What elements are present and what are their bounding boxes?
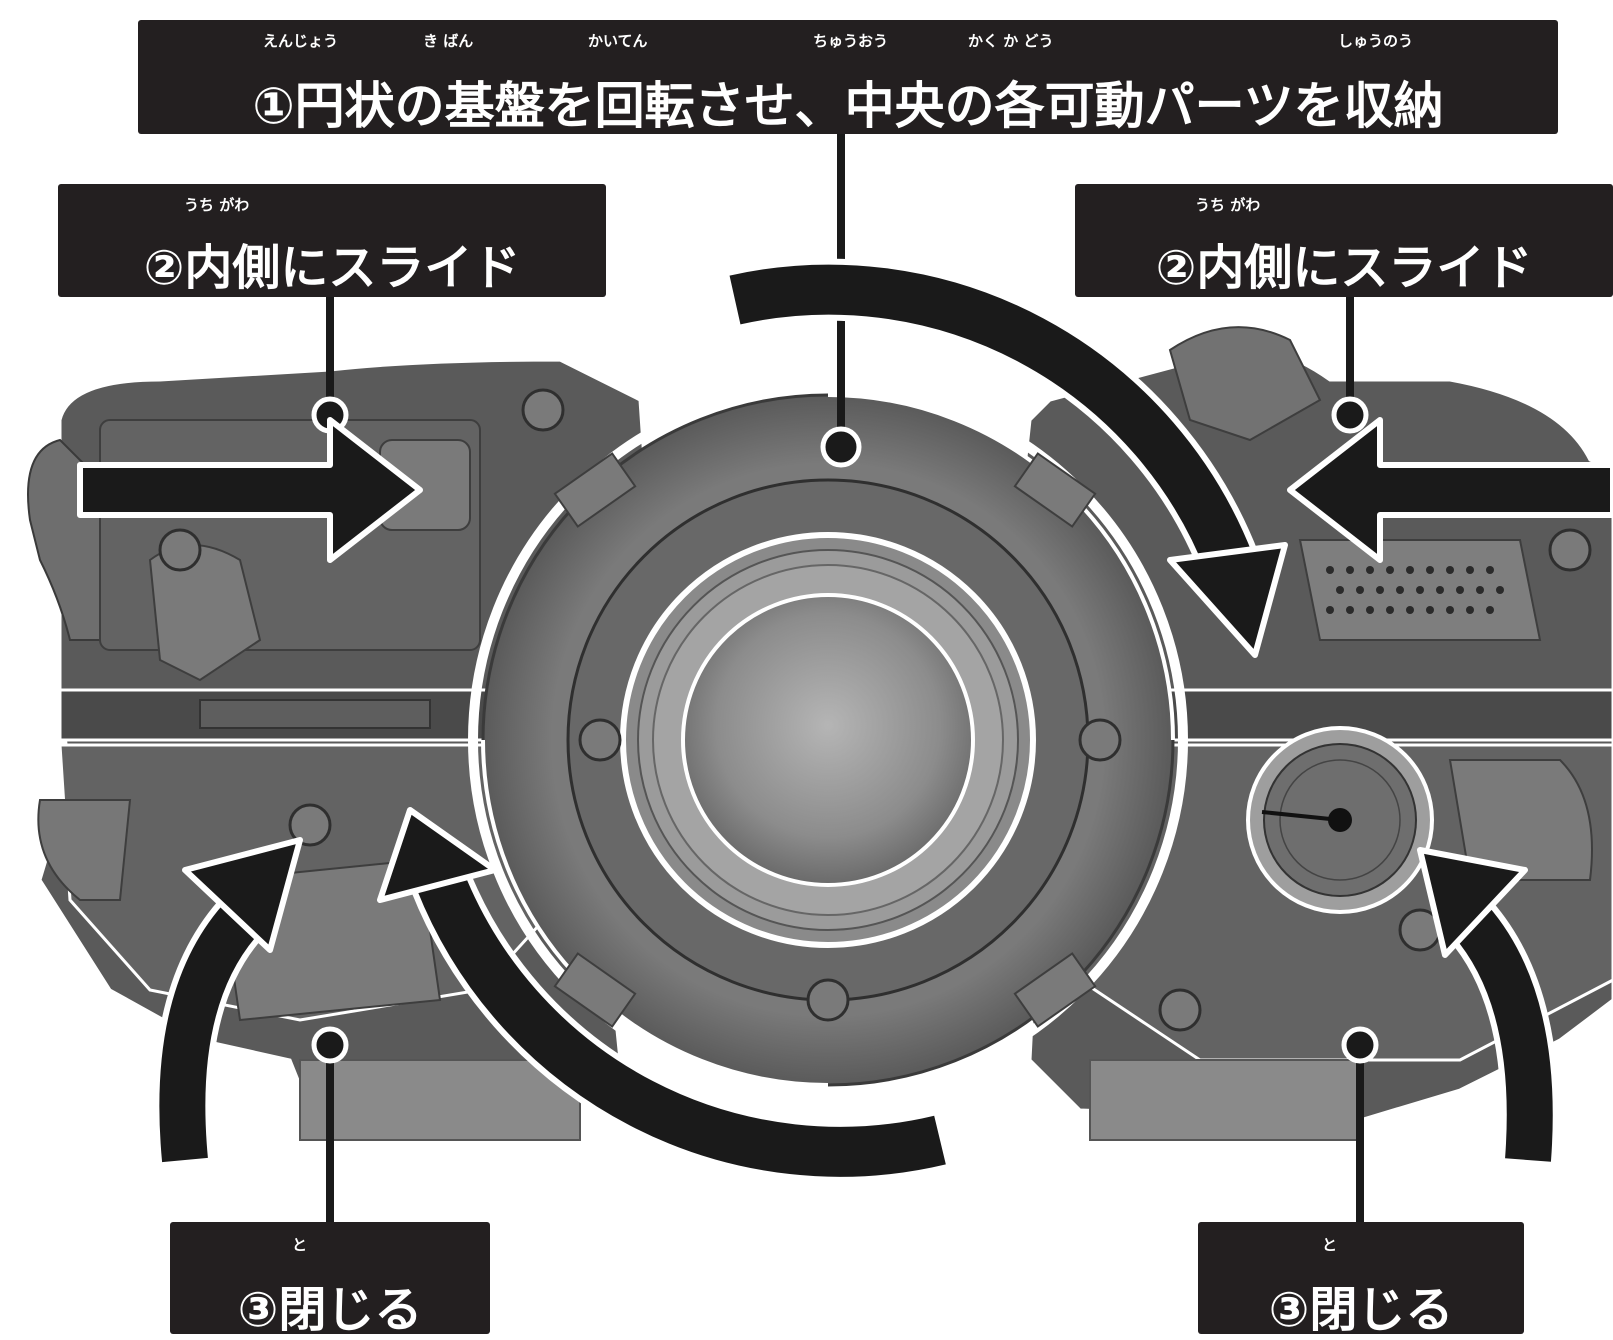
- ruby-shuunou: しゅうのう: [1338, 32, 1414, 50]
- ruby-kaiten: かいてん: [588, 32, 648, 50]
- step2-left-text: ②内側にスライド: [143, 240, 521, 296]
- ruby-kakukadou: かく か どう: [968, 32, 1054, 50]
- gauge-icon: [1246, 726, 1434, 914]
- screw-icon: [158, 388, 1592, 1032]
- ruby-to-right: と: [1322, 1236, 1338, 1254]
- ruby-uchigawa-left: うち がわ: [184, 196, 250, 214]
- close-up-arrow-icon: [153, 837, 1559, 1163]
- step3-left-text: ③閉じる: [237, 1282, 423, 1338]
- step3-right-text: ③閉じる: [1268, 1282, 1454, 1338]
- ruby-to-left: と: [292, 1236, 308, 1254]
- step2-right-label: うち がわ ②内側にスライド: [1075, 184, 1613, 297]
- step1-label: えんじょう き ばん かいてん ちゅうおう かく か どう しゅうのう ①円状の…: [138, 20, 1558, 135]
- speaker-grille: [1326, 566, 1504, 614]
- ruby-enjou: えんじょう: [263, 32, 339, 50]
- rotate-arrow-icon: [377, 258, 1288, 1183]
- right-body-unit: [998, 326, 1613, 1141]
- ruby-kiban: き ばん: [423, 32, 474, 50]
- ruby-uchigawa-right: うち がわ: [1195, 196, 1261, 214]
- step1-text: ①円状の基盤を回転させ、中央の各可動パーツを収納: [252, 77, 1444, 135]
- center-lens: [681, 593, 975, 887]
- ruby-chuuou: ちゅうおう: [813, 32, 889, 50]
- step2-left-label: うち がわ ②内側にスライド: [58, 184, 606, 297]
- step3-left-label: と ③閉じる: [170, 1222, 490, 1338]
- slide-right-arrow-icon: [77, 417, 423, 563]
- step2-right-text: ②内側にスライド: [1155, 240, 1533, 296]
- slide-left-arrow-icon: [1287, 417, 1613, 563]
- central-rotating-base: [468, 380, 1188, 1100]
- step3-right-label: と ③閉じる: [1198, 1222, 1524, 1338]
